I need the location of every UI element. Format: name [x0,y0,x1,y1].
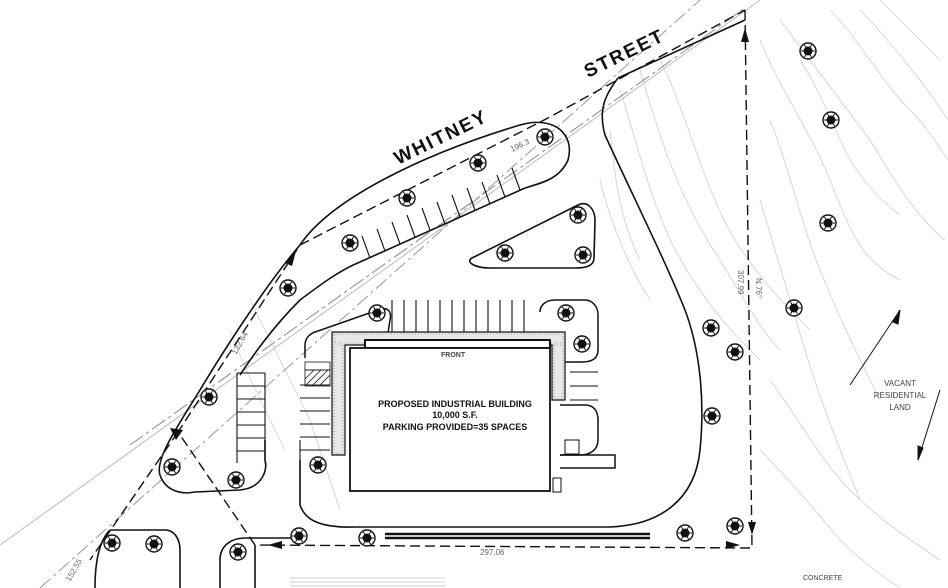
tree-icon [703,407,721,425]
tree-icon [145,535,163,553]
parking-stalls-north [361,167,521,259]
pavement-outline [94,19,746,588]
curb-lines [385,532,650,540]
tree-icon [726,343,744,361]
tree-icon [368,304,386,322]
parking-stalls-building-east [570,371,598,401]
tree-icon [799,42,817,60]
building-outline [349,339,580,493]
tree-icon [469,154,487,172]
tree-icon [726,517,744,535]
tree-icon [227,471,245,489]
bottom-hatch [290,577,445,587]
building-parking: PARKING PROVIDED=35 SPACES [383,422,527,432]
building-front-label: FRONT [441,352,466,359]
neighbor-label-line3: LAND [889,403,911,412]
neighbor-label-line2: RESIDENTIAL [874,391,927,400]
tree-icon [229,543,247,561]
tree-icon [398,189,416,207]
tree-icon [702,319,720,337]
street-lines [0,0,761,588]
tree-icon [290,527,308,545]
dimension-east: 307.99 [736,270,745,295]
tree-icon [163,458,181,476]
tree-icon [819,214,837,232]
tree-icon [822,111,840,129]
tree-icon [341,234,359,252]
tree-icon [200,388,218,406]
tree-icon [309,456,327,474]
building-title: PROPOSED INDUSTRIAL BUILDING [378,399,532,409]
dimension-north: 196.3 [509,137,531,154]
dimension-northwest: 132.64 [230,330,250,356]
boundary-arrows [170,28,756,549]
contour-lines [229,0,948,588]
north-arrow-icon [849,309,941,461]
trees [103,42,840,561]
tree-icon [569,206,587,224]
tree-icon [279,279,297,297]
dimension-south: 297.06 [480,548,505,557]
dimension-bearing: N.76° [754,278,763,298]
tree-icon [676,524,694,542]
building-islands [304,299,616,469]
parking-stalls-west [236,372,266,463]
parking-stalls-building-west [299,384,330,505]
tree-icon [496,244,514,262]
tree-icon [573,335,591,353]
parking-island [468,202,596,269]
tree-icon [358,529,376,547]
neighbor-label-line1: VACANT [884,379,916,388]
tree-icon [557,304,575,322]
tree-icon [574,246,592,264]
parking-stalls-building-north [391,300,525,332]
concrete-label: CONCRETE [803,575,843,582]
hatched-pads [304,361,331,387]
building-area: 10,000 S.F. [432,410,478,420]
tree-icon [103,534,121,552]
tree-icon [785,299,803,317]
tree-icon [536,128,554,146]
street-name-street: STREET [581,26,668,83]
dimension-southwest: 152.55 [64,557,84,583]
